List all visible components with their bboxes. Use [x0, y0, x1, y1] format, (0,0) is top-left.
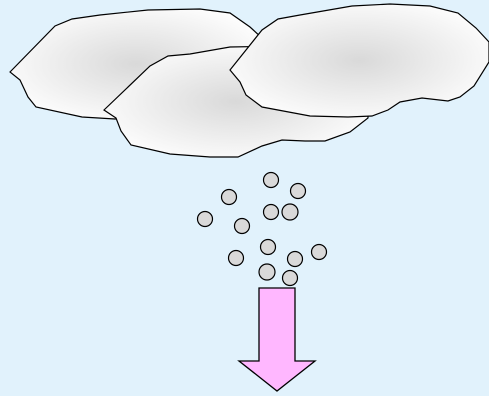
particle: [233, 217, 251, 235]
particle: [289, 182, 307, 200]
particle: [281, 269, 299, 287]
particle: [227, 249, 245, 267]
particle: [281, 203, 299, 221]
cloud-right: [229, 3, 489, 118]
particle: [286, 250, 304, 268]
particle: [258, 263, 276, 281]
particle: [220, 188, 238, 206]
particle: [262, 203, 280, 221]
particle: [196, 210, 214, 228]
particle: [262, 171, 280, 189]
particle: [259, 238, 277, 256]
particle: [310, 243, 328, 261]
down-arrow-icon: [237, 287, 317, 392]
particle-group: [196, 171, 328, 287]
